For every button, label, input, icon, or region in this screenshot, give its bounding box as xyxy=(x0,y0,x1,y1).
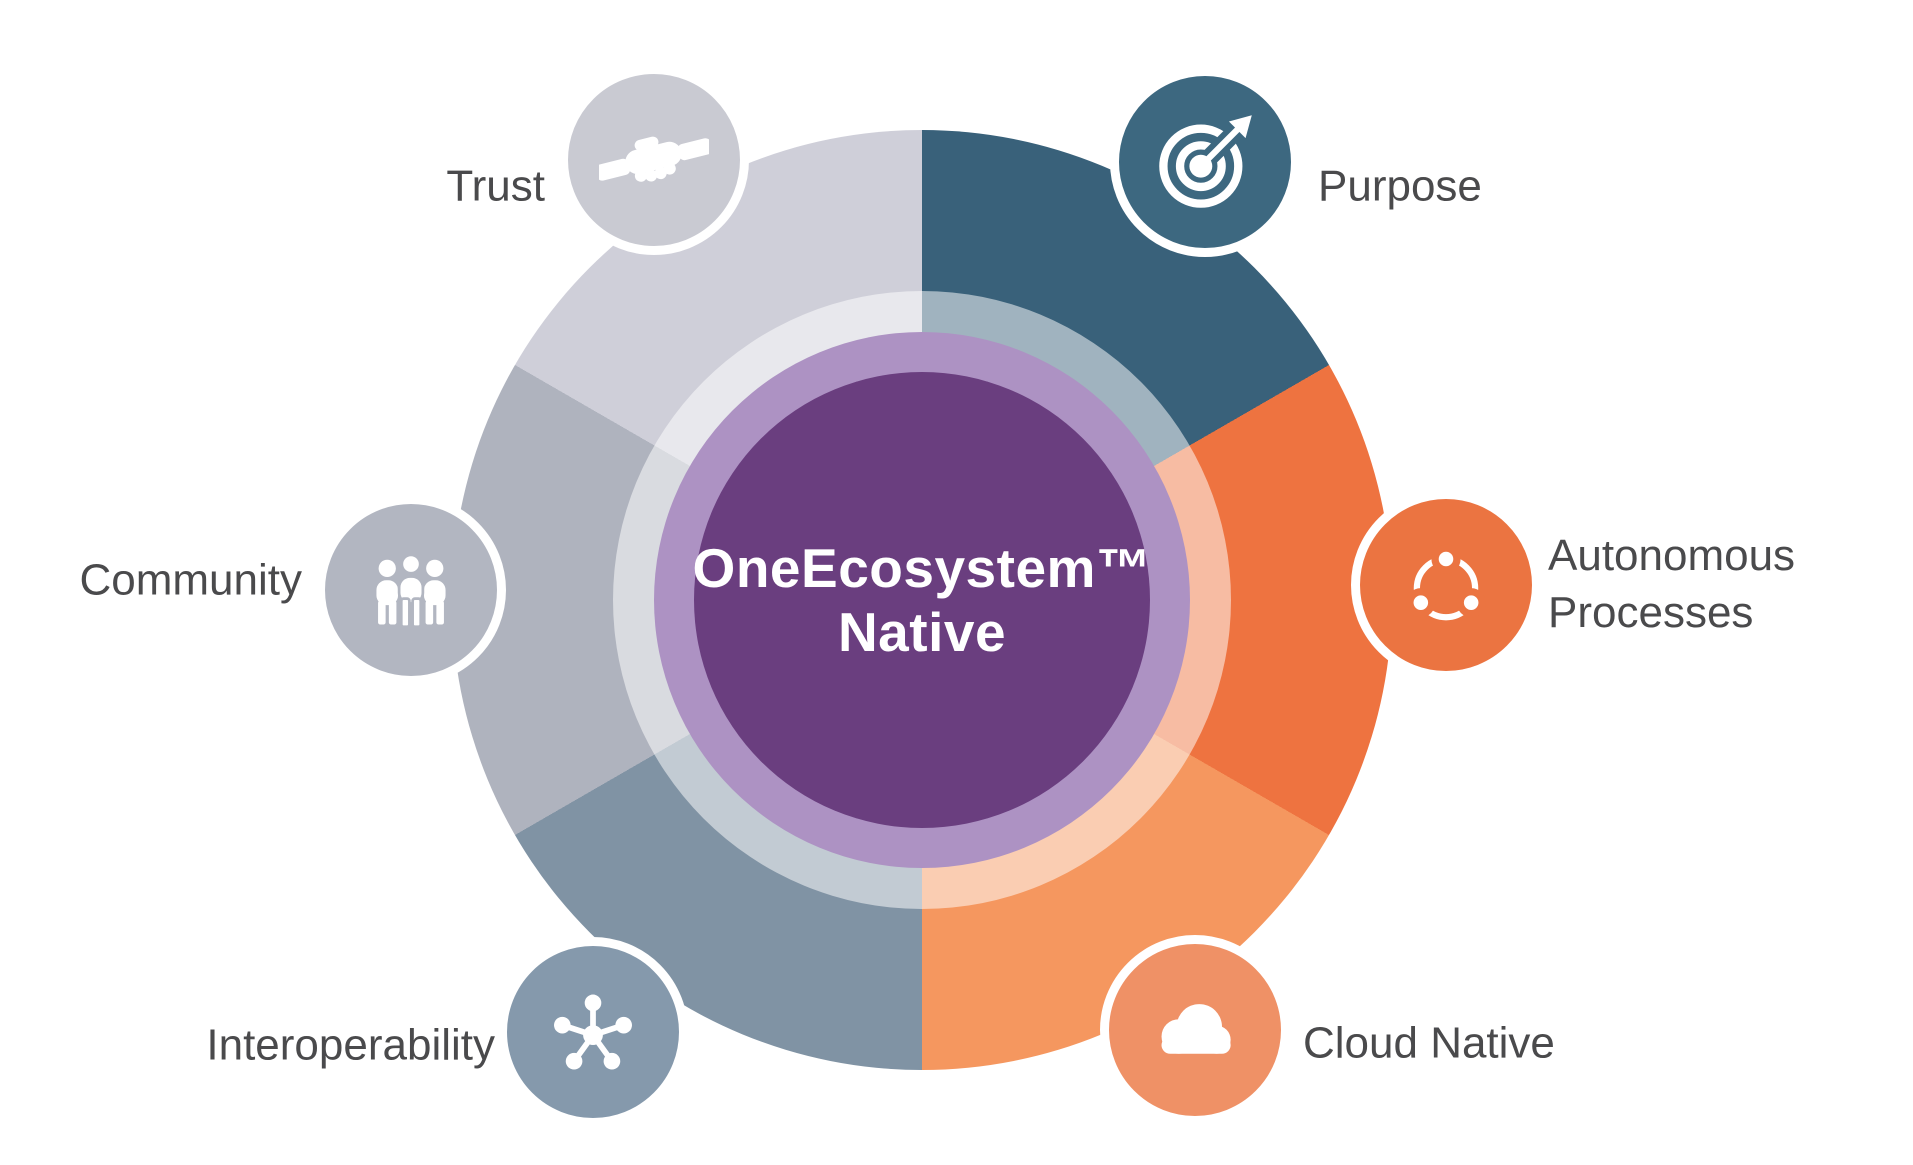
center-title-line2: Native xyxy=(837,601,1007,663)
interoperability-label: Interoperability xyxy=(206,1020,495,1070)
target-arrow-icon xyxy=(1153,110,1257,214)
ecosystem-wheel: OneEcosystem™ Native xyxy=(452,130,1392,1070)
hub-network-icon xyxy=(541,980,645,1084)
purpose-label: Purpose xyxy=(1318,161,1482,211)
people-group-icon xyxy=(357,536,465,644)
trust-label: Trust xyxy=(446,161,545,211)
interoperability-badge xyxy=(498,937,688,1127)
community-label: Community xyxy=(79,555,303,605)
center-core: OneEcosystem™ Native xyxy=(692,372,1152,828)
autonomous-processes-label: Autonomous Processes xyxy=(1548,531,1796,637)
trust-badge xyxy=(559,65,749,255)
cloud-icon xyxy=(1141,976,1249,1084)
cloud-native-badge xyxy=(1100,935,1290,1125)
center-title-line1: OneEcosystem™ xyxy=(692,537,1152,599)
autonomous-processes-badge xyxy=(1351,490,1541,680)
purpose-badge xyxy=(1110,67,1300,257)
community-badge xyxy=(316,495,506,685)
cloud-native-label: Cloud Native xyxy=(1303,1018,1555,1068)
share-nodes-icon xyxy=(1394,533,1498,637)
handshake-icon xyxy=(599,105,709,215)
